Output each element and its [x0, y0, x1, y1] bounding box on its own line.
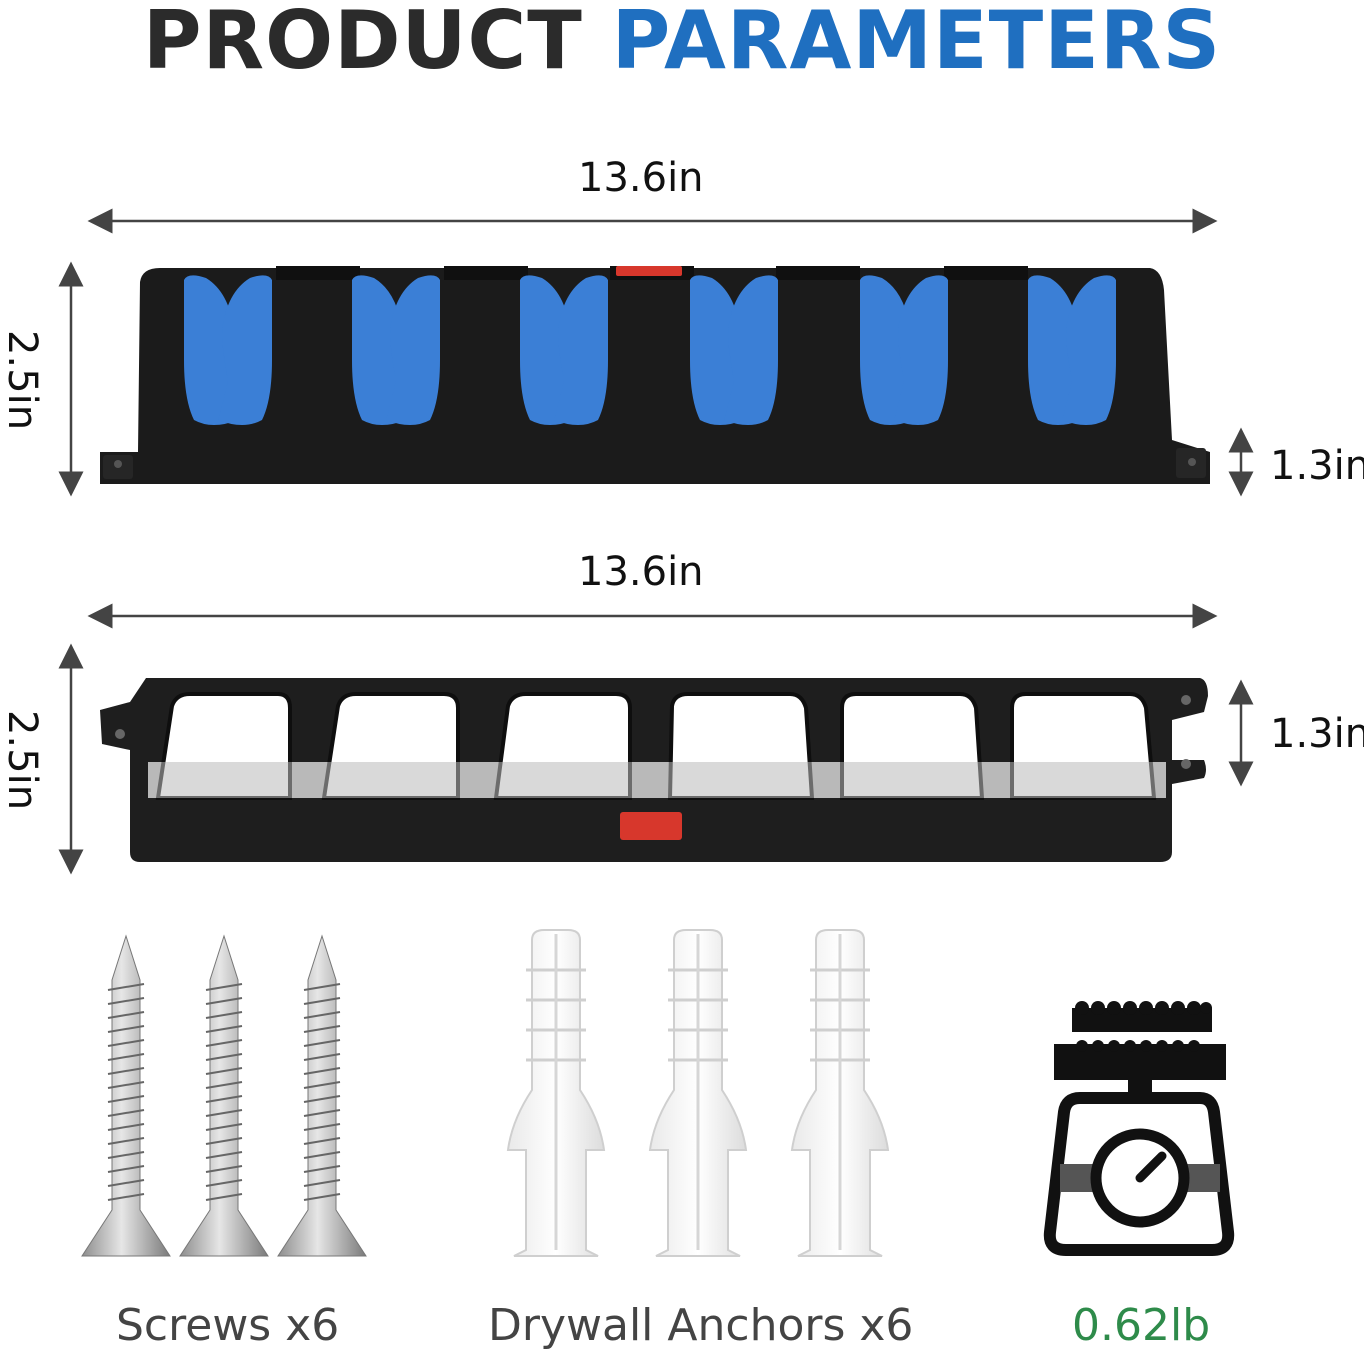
scale-icon: [1043, 1001, 1235, 1256]
brand-badge-front: [616, 266, 682, 276]
front-width-label: 13.6in: [578, 155, 704, 201]
brand-badge-top: [620, 812, 682, 840]
weight-caption: 0.62lb: [1072, 1300, 1211, 1351]
page-title: PRODUCT PARAMETERS: [0, 0, 1364, 90]
title-word-parameters: PARAMETERS: [611, 0, 1222, 87]
screws-caption: Screws x6: [116, 1300, 340, 1351]
anchor-icon: [506, 929, 890, 1257]
top-depth-label: 1.3in: [1270, 711, 1364, 757]
rod-clips: [184, 275, 1116, 425]
front-depth-label: 1.3in: [1270, 443, 1364, 489]
rack-top-view: [100, 678, 1208, 862]
title-word-product: PRODUCT: [142, 0, 583, 87]
top-width-label: 13.6in: [578, 549, 704, 595]
screw-icon: [81, 934, 367, 1257]
anchors-caption: Drywall Anchors x6: [488, 1300, 914, 1351]
